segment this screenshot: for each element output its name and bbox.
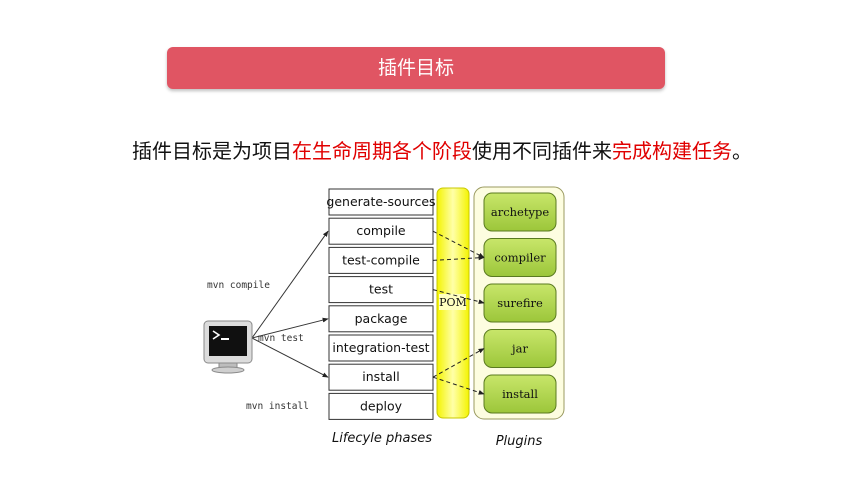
- plugin-label: archetype: [491, 205, 549, 219]
- command-arrow: [251, 317, 329, 339]
- plugin-label: jar: [510, 342, 528, 356]
- desc-highlight: 在生命周期各个阶段: [292, 139, 472, 163]
- phase-label: package: [355, 311, 408, 326]
- phase-plugin-bindings: [432, 230, 485, 395]
- phase-label: integration-test: [332, 340, 429, 355]
- command-label: mvn install: [246, 401, 309, 412]
- command-label: mvn test: [258, 333, 304, 344]
- phase-label: generate-sources: [326, 194, 435, 209]
- phase-box: [328, 188, 434, 216]
- binding-arrow: [432, 348, 485, 378]
- phase-label: install: [362, 369, 399, 384]
- phase-box: [328, 334, 434, 362]
- command-label: mvn compile: [207, 280, 270, 291]
- command-arrow: [251, 337, 329, 378]
- title-bar: 插件目标: [167, 47, 665, 89]
- description: 插件目标是为项目在生命周期各个阶段使用不同插件来完成构建任务。: [132, 137, 792, 165]
- desc-part: 使用不同插件来: [472, 139, 612, 163]
- terminal-icon: [203, 320, 253, 374]
- lifecycle-phases: generate-sources compile test-compile test p…: [326, 188, 436, 420]
- phase-label: compile: [356, 223, 406, 238]
- plugin-list: archetype compiler surefire jar install: [483, 192, 557, 414]
- plugin-label: surefire: [497, 296, 543, 310]
- plugin-label: compiler: [494, 251, 546, 265]
- pom-label: POM: [439, 296, 467, 309]
- phases-caption: Lifecyle phases: [332, 431, 432, 446]
- phase-label: deploy: [360, 398, 403, 413]
- binding-arrow: [432, 289, 485, 304]
- page-title: 插件目标: [377, 57, 454, 79]
- phase-box: [328, 363, 434, 391]
- plugin-box: [483, 192, 557, 232]
- desc-part: 插件目标是为项目: [132, 139, 292, 163]
- plugins-caption: Plugins: [496, 434, 543, 449]
- phase-box: [328, 276, 434, 304]
- binding-arrow: [432, 376, 485, 395]
- desc-part: 。: [732, 139, 752, 163]
- phase-box: [328, 305, 434, 333]
- phase-box: [328, 392, 434, 420]
- phase-label: test: [369, 282, 393, 297]
- pom-label-bg: [439, 294, 466, 310]
- command-arrow: [251, 230, 329, 339]
- phase-box: [328, 217, 434, 245]
- command-arrows: mvn compile mvn test mvn install: [207, 230, 329, 412]
- binding-arrow: [432, 230, 485, 258]
- binding-arrow: [432, 255, 485, 261]
- phase-label: test-compile: [342, 252, 420, 267]
- plugin-label: install: [502, 387, 538, 401]
- desc-highlight: 完成构建任务: [612, 139, 732, 163]
- phase-box: [328, 246, 434, 274]
